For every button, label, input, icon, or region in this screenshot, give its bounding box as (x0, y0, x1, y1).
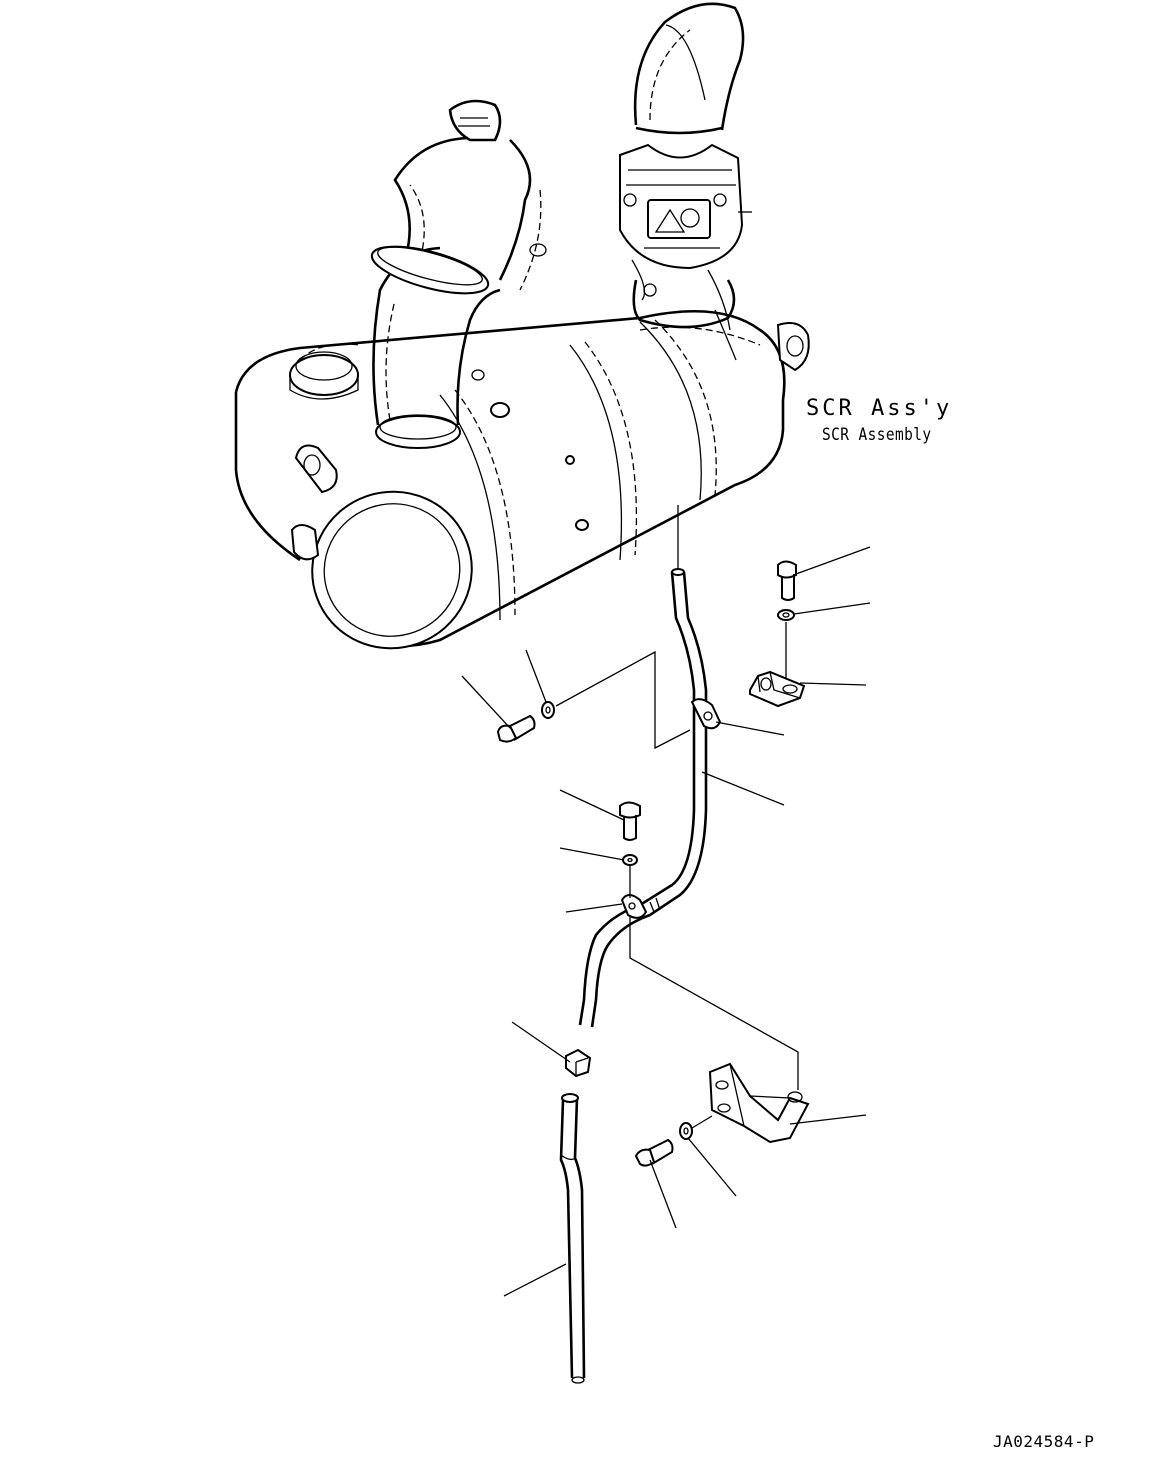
bracket-upper (749, 622, 806, 708)
washer-upper-right (777, 609, 795, 621)
assembly-title: SCR Ass'y (806, 396, 953, 421)
bracket-lower (708, 1062, 810, 1144)
washer-left (541, 650, 691, 750)
bolt-upper-right (777, 560, 797, 601)
bolt-middle (619, 801, 641, 841)
washer-lower (679, 1115, 713, 1140)
drain-tube-upper (578, 505, 722, 1028)
figure-code: JA024584-P (993, 1432, 1095, 1451)
union-fitting (565, 1048, 592, 1078)
leader-lines (461, 546, 871, 1297)
bolt-lower (634, 1138, 674, 1167)
scr-assembly (234, 2, 810, 650)
assembly-subtitle: SCR Assembly (822, 425, 932, 445)
drain-tube-lower (559, 1093, 586, 1384)
washer-middle (622, 854, 799, 1090)
bolt-left (496, 714, 536, 743)
